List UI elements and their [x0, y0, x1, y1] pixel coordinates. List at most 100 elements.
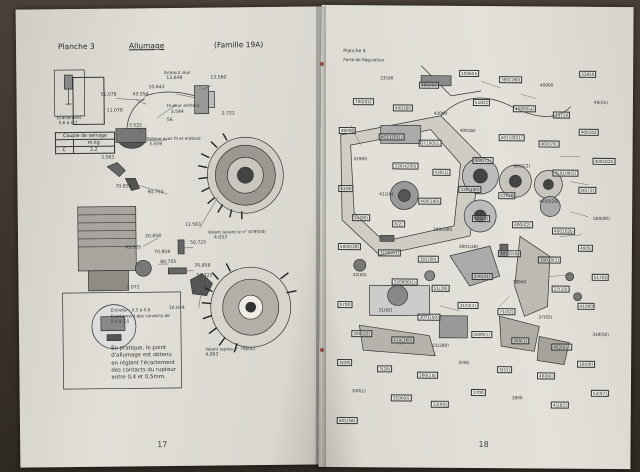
part-number-label: 3103(1) [457, 301, 479, 310]
part-number-label: 5700 [337, 301, 353, 309]
part-number-label: 51(9) [338, 185, 354, 193]
label-3559: 3.559 [149, 142, 163, 148]
label-70858-a: 70.858 [115, 184, 132, 190]
label-10643: 10.643 [148, 85, 165, 91]
part-number-label: 400(180) [418, 197, 442, 205]
label-70858-c: 70.858 [194, 263, 211, 269]
part-number-label: 400102 [578, 128, 599, 136]
part-number-label: 310(02) [592, 331, 609, 337]
label-volant-bottom: Volant (après n° 79600) [205, 346, 256, 352]
label-13560: 13.560 [210, 75, 227, 81]
part-number-label: 3(51) [497, 366, 513, 374]
part-number-label: 301(00) [417, 255, 439, 263]
label-3532: 3.532 [128, 123, 143, 129]
part-number-label: 31(02) [378, 307, 393, 313]
part-number-label: 3710051 [418, 139, 442, 147]
label-11078: 11.078 [106, 108, 123, 114]
part-number-label: 700(82) [352, 98, 374, 106]
page-number-left: 17 [157, 440, 168, 450]
part-number-label: 300(22) [351, 330, 372, 338]
part-number-label: 400182 [459, 127, 476, 133]
label-fil-embout: Fil pour embout [166, 102, 200, 109]
label-1072: 1.072 [126, 285, 140, 291]
part-number-label: 370(31) [471, 272, 493, 281]
page-number-right: 18 [478, 440, 489, 450]
part-number-label: 400(72) [472, 156, 494, 165]
part-number-label: 3009(1) [471, 330, 492, 339]
part-number-label: 330(4200) [392, 162, 419, 170]
label-3544: 3.544 [170, 109, 184, 115]
part-number-label: 3001(28) [458, 243, 479, 250]
label-43555: 43.555 [125, 245, 142, 251]
part-number-label: 33720 [552, 111, 571, 119]
part-number-label: 51702 [591, 273, 610, 281]
part-number-label: 42000 [433, 110, 448, 116]
book-gutter [316, 6, 326, 468]
label-13563: 13.563 [184, 222, 201, 228]
part-number-label: 50(72) [578, 186, 597, 194]
part-number-label: 400(02) [512, 221, 533, 229]
part-number-label: 100655 [459, 69, 480, 78]
plate-title-right: Planche 4 [343, 49, 366, 55]
regulation-diagram [340, 65, 589, 366]
part-number-label: 5000(28) [337, 243, 362, 251]
part-number-label: 3500(0) [390, 394, 412, 402]
part-number-label: 300(280) [433, 226, 453, 232]
part-number-label: 402(1) [472, 214, 491, 223]
left-page: Planche 3 Allumage (Famille 19A) Ecartem… [15, 6, 327, 468]
label-4053: 4.053 [213, 235, 228, 241]
part-number-label: 4020(1) [551, 343, 572, 351]
label-90755: 90.755 [147, 190, 164, 196]
part-number-label: 3(09) [337, 359, 353, 367]
adjustment-note: En pratique, le point d'allumage est obt… [111, 345, 177, 381]
part-number-label: 40000(a) [512, 105, 537, 113]
part-number-label: 51(280) [432, 342, 449, 348]
label-43554: 43.554 [132, 92, 149, 98]
part-number-label: 3100(01) [377, 249, 402, 257]
torque-value: 2,2 [73, 146, 115, 154]
part-number-label: 3202(2) [513, 163, 531, 169]
label-volant-mid: Volant (avant le n° 679500) [207, 229, 267, 235]
part-number-label: 51(29) [431, 284, 450, 292]
part-number-label: 400102b [552, 227, 575, 235]
part-number-label: 300(1)b [417, 371, 438, 379]
part-number-label: 41000 [577, 302, 595, 310]
part-number-label: 40(0) [577, 244, 594, 252]
label-56: 56 [166, 117, 173, 124]
part-number-label: 395000 [419, 81, 440, 89]
part-number-label: 51831 [472, 98, 491, 107]
part-number-label: 27(10) [551, 285, 570, 293]
part-number-label: 10(00) [577, 360, 596, 368]
part-number-label: 40(84) [537, 372, 555, 380]
part-number-label: 401100(1) [498, 134, 525, 142]
label-4063: 4.063 [205, 352, 219, 358]
label-51078: 51.078 [100, 92, 117, 98]
label-20858: 20.858 [144, 234, 162, 240]
part-number-label: 401320(1) [378, 133, 405, 141]
label-embout-seul: Embout seul [164, 69, 191, 76]
part-number-label: 40(55) [593, 99, 608, 105]
part-number-label: 71(02) [497, 308, 516, 316]
part-number-label: 390(180) [499, 76, 523, 84]
part-number-label: 400(70) [538, 140, 560, 148]
part-number-label: 500(00) [593, 215, 610, 221]
part-number-label: 3900 [511, 395, 523, 401]
label-contacts: Ecartement des contacts de 0,4 à 0,5 [110, 313, 170, 324]
torque-letter: C [55, 146, 74, 154]
staple-hole [320, 62, 324, 66]
part-number-label: 400180 [392, 104, 413, 112]
part-number-label: 4010(28) [539, 198, 559, 204]
part-number-label: 4(2) [392, 220, 405, 228]
label-80755: 80.755 [160, 259, 177, 266]
part-number-label: 410100(2) [552, 169, 579, 177]
plate-subtitle: Allumage [128, 41, 165, 51]
part-number-label: 30020(1) [537, 256, 562, 264]
part-number-label: 42(00) [352, 272, 367, 278]
part-number-label: 3(28) [377, 365, 393, 373]
label-2722: 2.722 [221, 111, 235, 117]
label-entrefer: Entrefer : 0,5 à 0,6 [110, 307, 151, 313]
ignition-diagram [53, 69, 297, 390]
part-number-label: 33850 [579, 70, 597, 78]
